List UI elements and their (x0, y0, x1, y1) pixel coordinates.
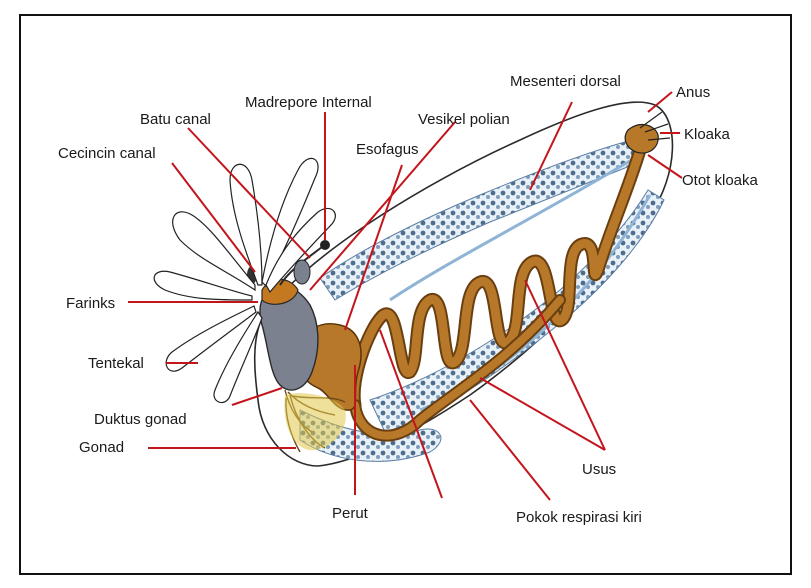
label-gonad: Gonad (79, 439, 124, 456)
label-esofagus: Esofagus (356, 141, 419, 158)
label-vesikel-polian: Vesikel polian (418, 111, 510, 128)
label-tentekal: Tentekal (88, 355, 144, 372)
label-duktus-gonad: Duktus gonad (94, 411, 187, 428)
label-madrepore-internal: Madrepore Internal (245, 94, 372, 111)
label-pokok-respirasi-kiri: Pokok respirasi kiri (516, 509, 642, 526)
label-kloaka: Kloaka (684, 126, 731, 143)
label-cecincin-canal: Cecincin canal (58, 145, 156, 162)
madreporite (320, 240, 330, 250)
label-perut: Perut (332, 505, 369, 522)
label-usus: Usus (582, 461, 616, 478)
label-farinks: Farinks (66, 295, 115, 312)
label-anus: Anus (676, 84, 710, 101)
label-batu-canal: Batu canal (140, 111, 211, 128)
label-mesenteri-dorsal: Mesenteri dorsal (510, 73, 621, 90)
label-otot-kloaka: Otot kloaka (682, 172, 759, 189)
polian-vesicle (294, 260, 310, 284)
